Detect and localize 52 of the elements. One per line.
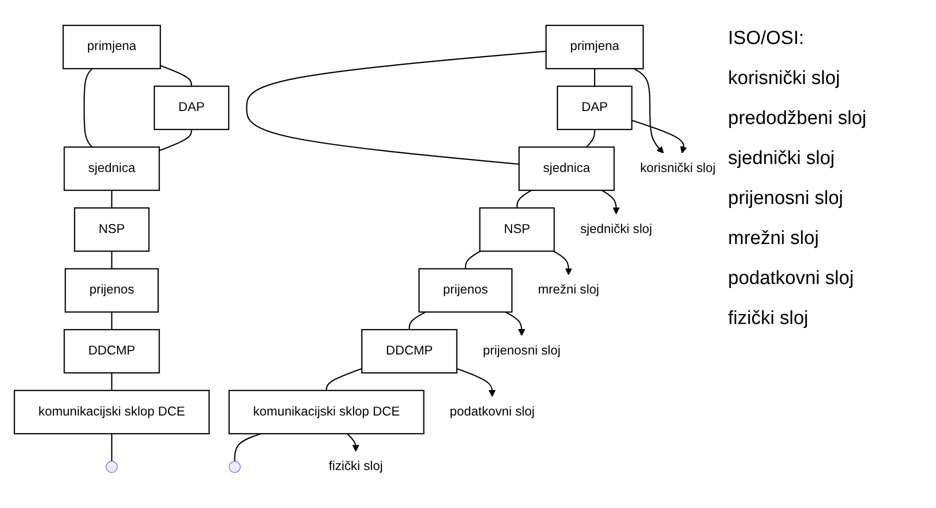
connector [516,190,532,208]
connector [111,251,112,269]
layer-label: mrežni sloj [728,228,819,250]
node-box [228,390,424,434]
arrow [553,250,572,276]
connector [594,68,596,86]
arrow [456,368,496,397]
node-box [64,268,159,313]
arrow [346,433,360,452]
connector [84,68,93,148]
node-text: sjednički sloj [580,222,652,236]
arrow [505,312,526,336]
layer-label: predodžbeni sloj [728,108,866,130]
connector [246,50,546,165]
node-text: mrežni sloj [538,283,600,297]
layer-diagram: primjena DAP sjednica NSP prijenos DDCMP komunikacijski sklop DCE primjena DAP sjednica NSP prijenos DDCMP komunikacijski sklop DCE korisnički sloj sjednički sloj mrežni sloj prijenosni sloj podatkovni sloj fizički sloj [8,19,728,489]
node-text: prijenosni sloj [482,344,560,358]
node-box [361,329,458,374]
connector [111,190,112,208]
connector [586,130,596,148]
connector [111,372,112,390]
connector [464,250,481,269]
node-box [556,86,632,130]
arrow [632,120,688,154]
layer-label: podatkovni sloj [728,268,854,290]
layer-label: sjednički sloj [728,148,835,170]
connector [160,65,192,86]
node-box [62,24,161,70]
layer-label: korisnički sloj [728,68,840,90]
connector [408,312,426,330]
column-heading: ISO/OSI: [728,28,804,50]
connector [234,433,262,462]
layer-label: fizički sloj [728,308,808,330]
connector [111,312,112,330]
arrow [634,68,664,154]
node-box [14,390,210,434]
node-box [64,329,160,374]
layer-label: prijenosni sloj [728,188,844,210]
node-text: korisnički sloj [640,162,716,176]
node-box [545,24,644,70]
node-box [479,207,555,252]
arrow [602,190,620,214]
connector [159,130,192,152]
node-box [518,146,615,191]
node-box [154,86,230,130]
node-text: podatkovni sloj [450,404,535,419]
node-box [64,146,160,191]
connector [326,368,362,390]
node-box [418,268,513,313]
connector [111,434,112,462]
node-box [74,207,150,252]
node-text: fizički sloj [328,460,383,474]
